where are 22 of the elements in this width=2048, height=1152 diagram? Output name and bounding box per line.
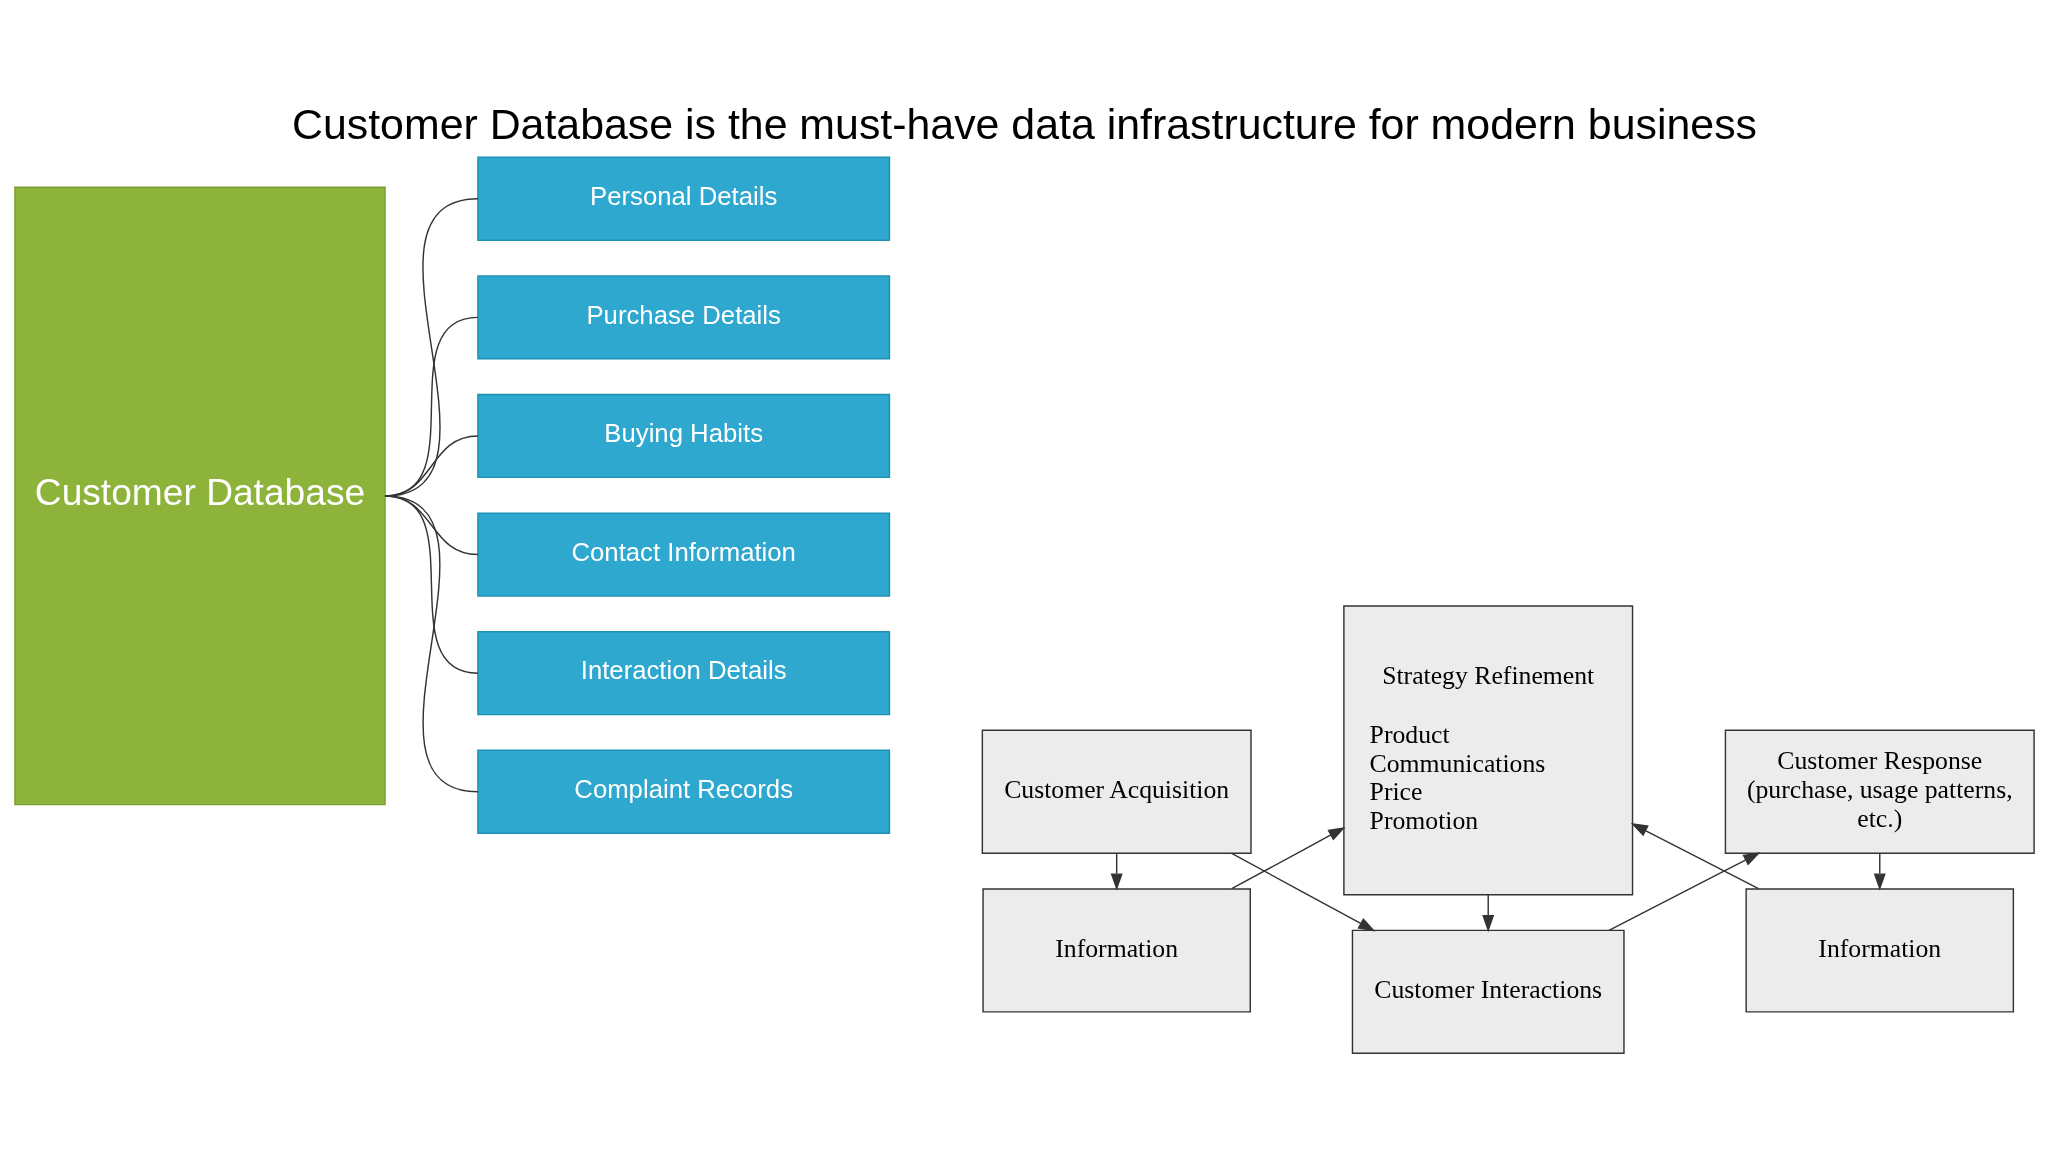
arrow <box>1230 827 1345 890</box>
node-box: Purchase Details <box>476 275 890 360</box>
node-box: Customer Acquisition <box>981 729 1252 854</box>
node-box: Information <box>1744 888 2014 1013</box>
connector <box>383 495 479 793</box>
node-box: Customer Response (purchase, usage patterns, etc.) <box>1724 729 2035 854</box>
node-box: Customer Database <box>13 186 386 806</box>
arrow <box>1607 852 1760 932</box>
arrow <box>1230 852 1375 932</box>
arrow <box>1873 852 1886 891</box>
node-box: Strategy Refinement Product Communications Price Promotion <box>1342 605 1633 896</box>
node-box: Customer Interactions <box>1351 929 1625 1054</box>
node-box: Interaction Details <box>476 631 890 716</box>
arrow <box>1630 822 1759 890</box>
node-box: Contact Information <box>476 512 890 597</box>
node-box: Buying Habits <box>476 393 890 479</box>
arrow <box>1481 894 1494 933</box>
arrow <box>1110 852 1123 891</box>
node-box: Personal Details <box>476 156 890 241</box>
node-box: Complaint Records <box>476 749 890 834</box>
node-box: Information <box>981 888 1251 1013</box>
diagram-title: Customer Database is the must-have data infrastructure for modern business <box>291 99 1757 148</box>
